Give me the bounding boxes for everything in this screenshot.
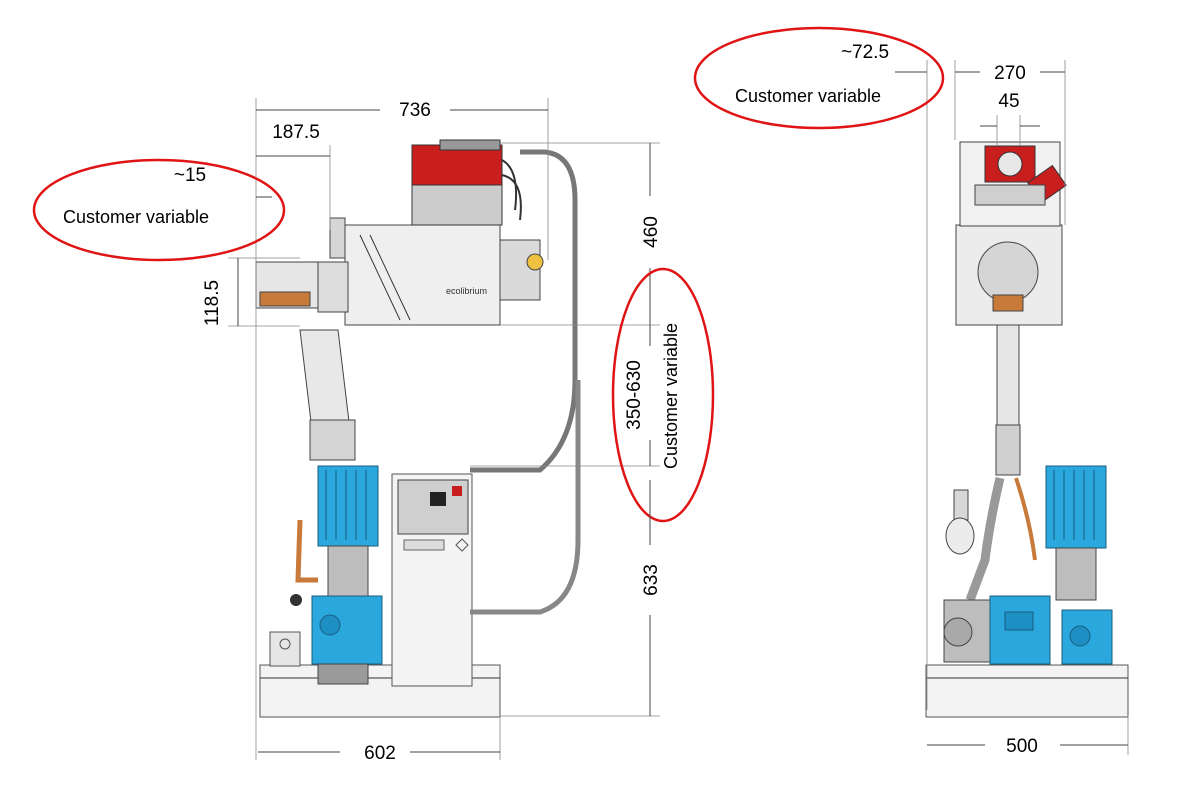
dim-633: 633 [641, 564, 662, 596]
note-customer-variable-right-top: Customer variable [735, 86, 881, 106]
red-oval-right-top [693, 26, 945, 130]
dim-350-630: 350-630 [624, 360, 645, 430]
left-view-dimensions: 736 187.5 ~15 Customer variable 118.5 46… [32, 98, 715, 764]
dim-187-5: 187.5 [272, 122, 320, 143]
main-head-body [344, 224, 501, 326]
brand-mark-left: ecolibrium [446, 286, 487, 296]
dim-460: 460 [641, 216, 662, 248]
blue-motor-right [1045, 465, 1107, 549]
right-view-dimensions: ~72.5 Customer variable 270 45 500 [693, 26, 1129, 757]
note-customer-variable-left-mid: Customer variable [661, 323, 681, 469]
dim-736: 736 [399, 100, 431, 121]
right-view-machine [925, 141, 1129, 718]
dim-118-5: 118.5 [202, 280, 223, 326]
note-customer-variable-left-top: Customer variable [63, 207, 209, 227]
dim-270: 270 [994, 63, 1026, 84]
left-view-machine: ecolibrium [255, 139, 581, 718]
dim-602: 602 [364, 743, 396, 764]
dim-500: 500 [1006, 736, 1038, 757]
dim-variable-15: ~15 [174, 165, 206, 186]
dim-variable-72-5: ~72.5 [841, 42, 889, 63]
dim-45: 45 [998, 91, 1019, 112]
red-head-left [411, 144, 503, 186]
red-oval-left-mid [611, 267, 715, 523]
red-oval-left-top [32, 158, 286, 262]
right-base-plate [925, 664, 1129, 718]
blue-motor-left [317, 465, 379, 547]
